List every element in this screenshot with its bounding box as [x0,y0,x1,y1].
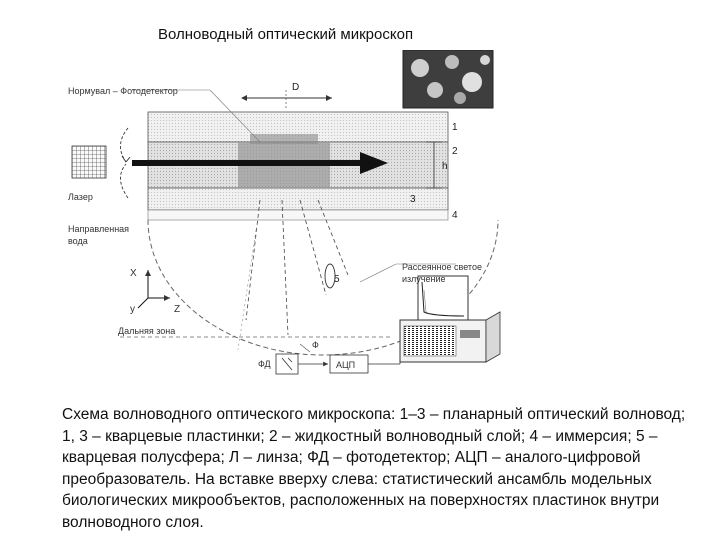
marker-d: D [292,82,299,93]
axis-x-label: X [130,268,137,279]
immersion-layer [148,210,448,220]
label-h: h [442,161,448,172]
label-phi: Ф [312,340,319,350]
label-scattered-1: Рассеянное светое [402,262,482,272]
fd-label: ФД [258,359,271,369]
waveguide-microscope-diagram: h X y Z АЦП ФД Ф Нормувал – Фотодетектор… [60,50,530,390]
label-scattered-2: излучение [402,274,446,284]
marker-5: 5 [334,274,340,285]
marker-2: 2 [452,146,458,157]
label-top-left: Нормувал – Фотодетектор [68,86,178,96]
bottom-quartz-plate [148,188,448,210]
marker-1: 1 [452,122,458,133]
label-laser: Лазер [68,192,93,202]
adc-label: АЦП [336,360,355,370]
marker-3: 3 [410,194,416,205]
marker-4: 4 [452,210,458,221]
figure-caption: Схема волноводного оптического микроскоп… [62,404,692,533]
laser-grid [72,146,106,178]
label-far-zone: Дальняя зона [118,326,175,336]
slide-title: Волноводный оптический микроскоп [158,26,413,43]
label-water-2: вода [68,236,88,246]
label-water-1: Направленная [68,224,129,234]
axis-y-label: y [130,304,135,315]
axis-z-label: Z [174,304,180,315]
